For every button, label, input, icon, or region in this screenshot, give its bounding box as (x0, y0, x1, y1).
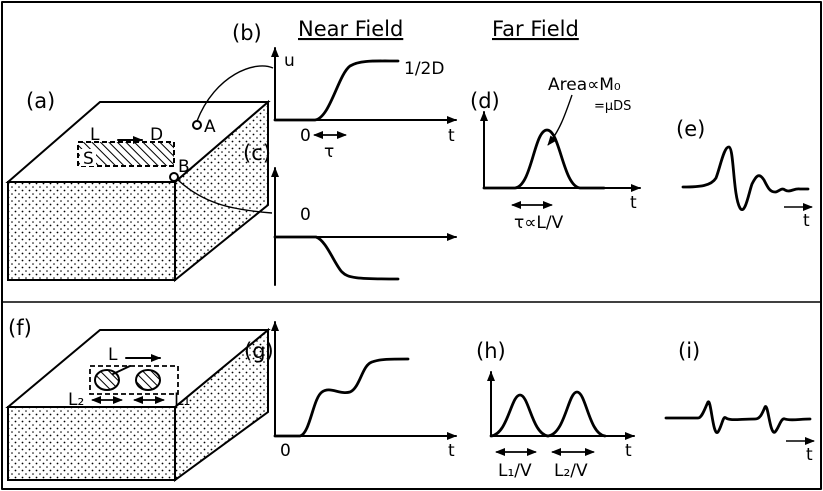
label-g: (g) (244, 339, 274, 363)
label-i: (i) (678, 339, 700, 363)
label-f: (f) (8, 316, 32, 340)
f-l1-label: L₁ (174, 390, 190, 410)
g-step-curve (273, 357, 410, 438)
point-b-label: B (178, 157, 190, 177)
h-d1-label: L₁/V (498, 461, 532, 481)
label-d: (d) (470, 89, 500, 113)
block-a-length-label: L (90, 125, 100, 145)
b-x-label: t (448, 126, 455, 146)
c-ramp-curve (273, 235, 400, 281)
d-duration-label: τ∝L/V (514, 213, 564, 233)
h-d2-label: L₂/V (554, 461, 588, 481)
d-pulse (482, 128, 606, 190)
g-origin: 0 (280, 441, 291, 461)
fault-block-a (5, 65, 274, 283)
point-a-marker (192, 120, 202, 130)
b-origin: 0 (300, 126, 311, 146)
point-a-label: A (204, 117, 216, 137)
b-y-label: u (284, 51, 295, 71)
f-length-label: L (108, 345, 118, 365)
h-pulse-1 (489, 393, 550, 438)
d-area-line2: =μDS (594, 99, 631, 114)
point-b-marker (169, 172, 179, 182)
fault-block-f (5, 327, 271, 482)
d-area-line1: Area∝M₀ (548, 75, 621, 95)
i-x-label: t (806, 445, 813, 465)
block-a-slip-label: D (150, 125, 163, 145)
b-tau-label: τ (324, 142, 334, 162)
d-x-label: t (630, 193, 637, 213)
b-final-level: 1/2D (404, 59, 444, 79)
label-e: (e) (676, 117, 705, 141)
label-b: (b) (232, 21, 262, 45)
f-asperity-right (135, 369, 161, 391)
d-area-arrow (547, 94, 573, 146)
f-l2-label: L₂ (68, 390, 84, 410)
f-asperity-left (94, 369, 120, 391)
near-field-header: Near Field (298, 17, 403, 41)
far-field-header: Far Field (492, 17, 579, 41)
label-c: (c) (243, 141, 271, 165)
c-origin: 0 (300, 205, 311, 225)
i-waveform (664, 400, 812, 434)
label-h: (h) (476, 339, 506, 363)
f-fault-area (89, 365, 179, 395)
block-a-area-label: S (83, 149, 94, 169)
h-x-label: t (625, 441, 632, 461)
e-x-label: t (803, 211, 810, 231)
h-pulse-2 (546, 390, 607, 438)
b-ramp-curve (273, 59, 400, 122)
e-waveform (681, 145, 810, 211)
g-x-label: t (448, 441, 455, 461)
label-a: (a) (26, 89, 55, 113)
